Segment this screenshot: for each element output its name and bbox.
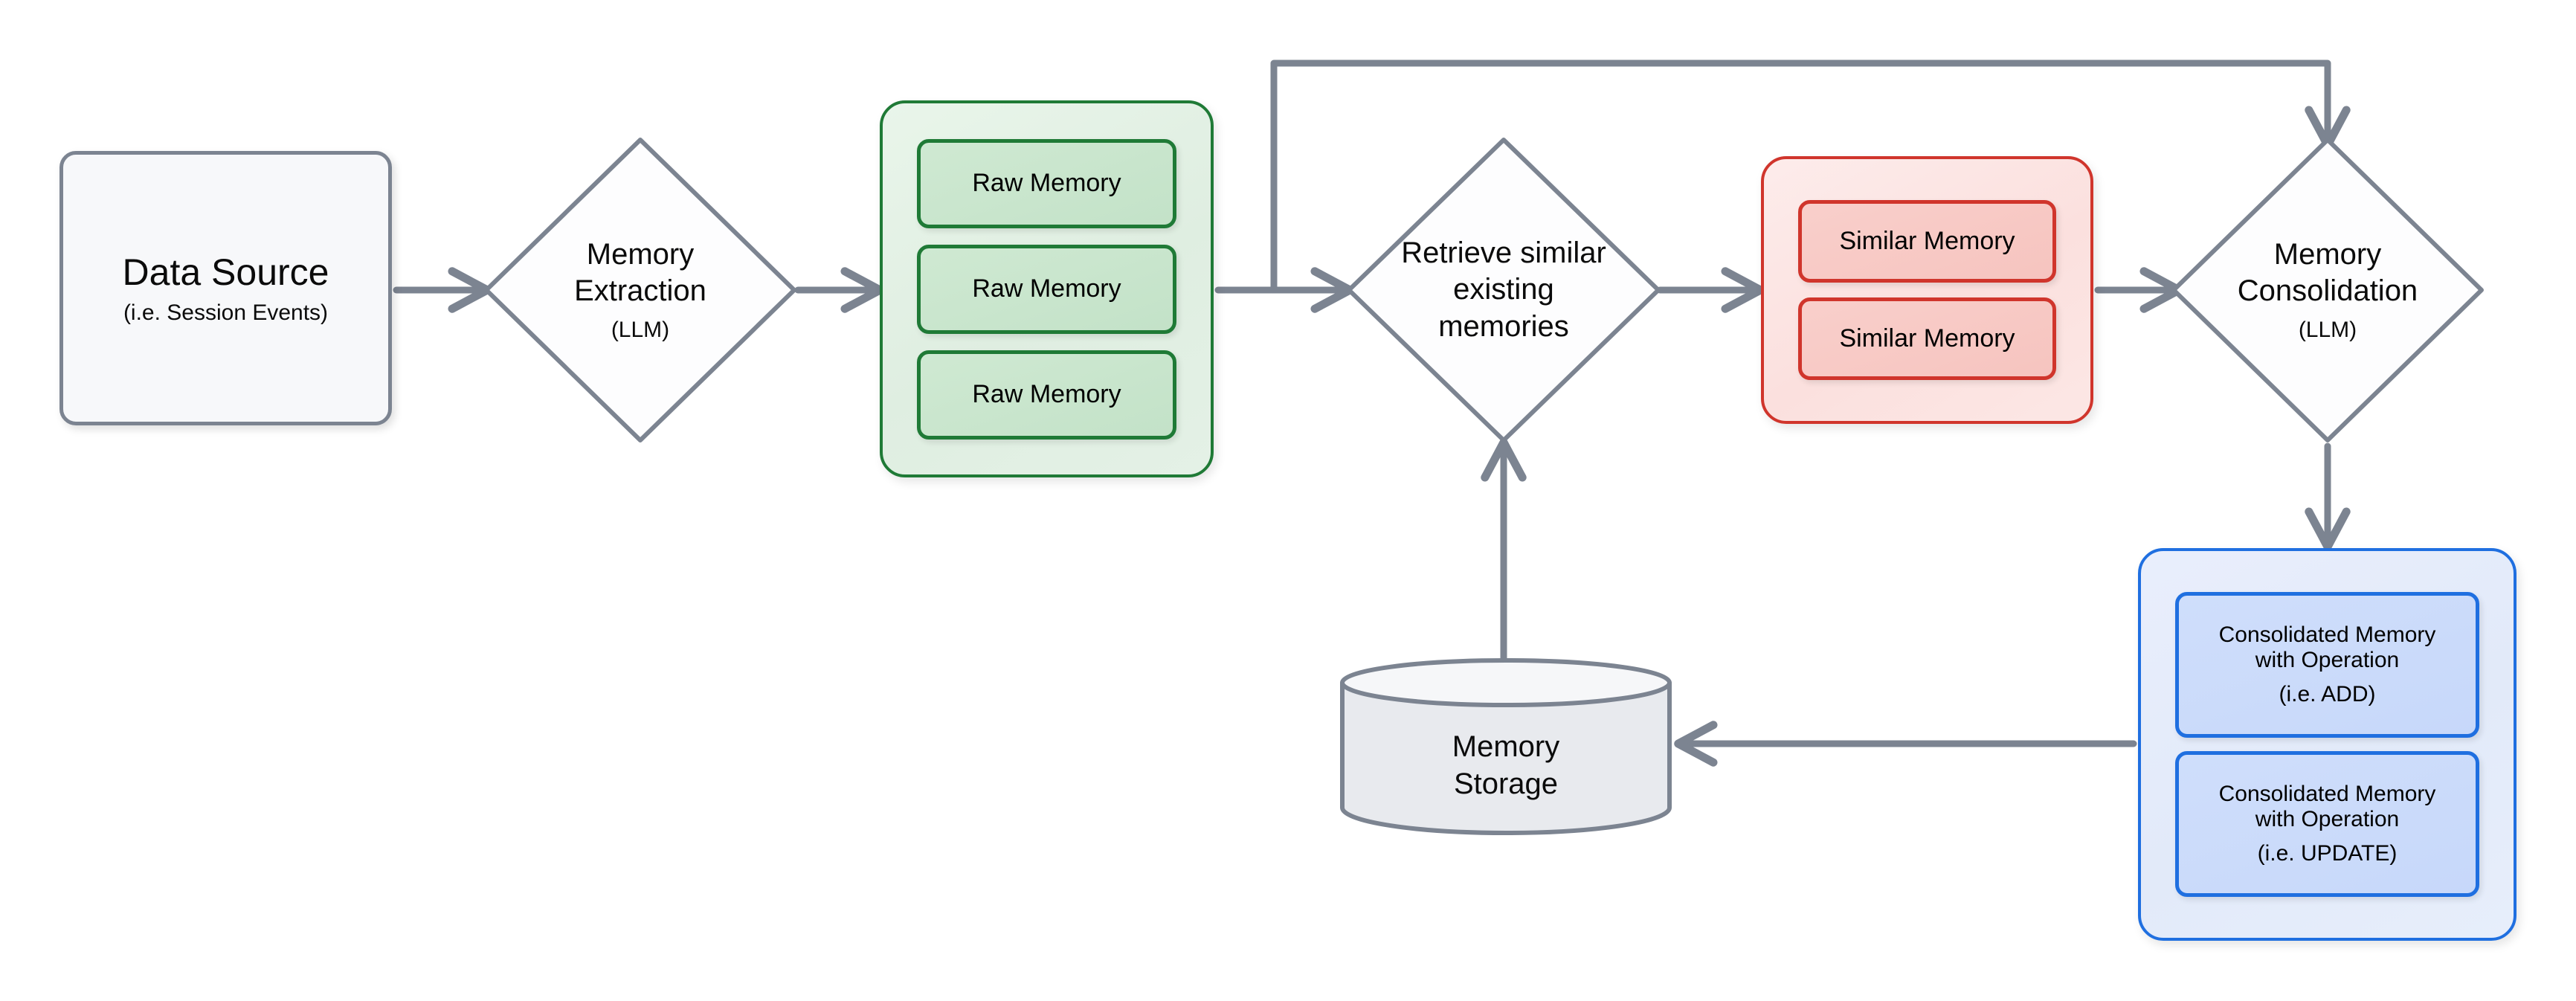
- memory-storage-line1: Memory: [1452, 730, 1560, 763]
- consolidated-memory-operation: (i.e. UPDATE): [2257, 841, 2398, 866]
- raw-memory-label: Raw Memory: [972, 169, 1121, 197]
- consolidated-memory-line1: Consolidated Memory: [2218, 622, 2436, 647]
- consolidated-memory-operation: (i.e. ADD): [2279, 682, 2376, 707]
- node-memory-consolidation[interactable]: Memory Consolidation (LLM): [2169, 135, 2486, 445]
- consolidated-memory-line2: with Operation: [2255, 807, 2400, 831]
- retrieve-similar-label: Retrieve similar existing memories: [1401, 235, 1606, 346]
- chip-similar-memory[interactable]: Similar Memory: [1798, 297, 2056, 380]
- data-source-subtitle: (i.e. Session Events): [123, 300, 329, 325]
- node-memory-storage[interactable]: Memory Storage: [1339, 657, 1673, 835]
- memory-extraction-line1: Memory: [586, 237, 695, 271]
- retrieve-similar-line1: Retrieve similar: [1401, 236, 1606, 269]
- chip-raw-memory[interactable]: Raw Memory: [917, 244, 1176, 334]
- memory-consolidation-line1: Memory: [2273, 237, 2382, 271]
- node-retrieve-similar-memories[interactable]: Retrieve similar existing memories: [1345, 135, 1663, 445]
- memory-consolidation-subtitle: (LLM): [2298, 318, 2357, 342]
- chip-raw-memory[interactable]: Raw Memory: [917, 350, 1176, 440]
- chip-consolidated-memory-update[interactable]: Consolidated Memory with Operation (i.e.…: [2175, 751, 2479, 897]
- group-similar-memory[interactable]: Similar Memory Similar Memory: [1761, 156, 2093, 424]
- similar-memory-label: Similar Memory: [1839, 227, 2015, 255]
- memory-extraction-line2: Extraction: [574, 274, 706, 308]
- similar-memory-label: Similar Memory: [1839, 324, 2015, 353]
- node-data-source[interactable]: Data Source (i.e. Session Events): [59, 151, 392, 425]
- retrieve-similar-line3: memories: [1438, 309, 1569, 343]
- raw-memory-label: Raw Memory: [972, 380, 1121, 408]
- group-raw-memory[interactable]: Raw Memory Raw Memory Raw Memory: [880, 100, 1214, 477]
- consolidated-memory-line2: with Operation: [2255, 648, 2400, 672]
- chip-raw-memory[interactable]: Raw Memory: [917, 138, 1176, 228]
- data-source-title: Data Source: [122, 251, 329, 293]
- retrieve-similar-line2: existing: [1453, 273, 1554, 306]
- node-memory-extraction[interactable]: Memory Extraction (LLM): [482, 135, 799, 445]
- memory-storage-label: Memory Storage: [1339, 729, 1673, 802]
- memory-extraction-subtitle: (LLM): [611, 318, 670, 342]
- diamond-shape: [484, 138, 796, 442]
- chip-consolidated-memory-add[interactable]: Consolidated Memory with Operation (i.e.…: [2175, 592, 2479, 738]
- raw-memory-label: Raw Memory: [972, 274, 1121, 303]
- cylinder-shape: [1340, 658, 1672, 835]
- chip-similar-memory[interactable]: Similar Memory: [1798, 200, 2056, 283]
- memory-storage-line2: Storage: [1453, 767, 1559, 800]
- group-consolidated-memory[interactable]: Consolidated Memory with Operation (i.e.…: [2138, 548, 2517, 941]
- memory-consolidation-line2: Consolidation: [2237, 274, 2418, 308]
- memory-extraction-label: Memory Extraction (LLM): [574, 236, 706, 344]
- consolidated-memory-line1: Consolidated Memory: [2218, 782, 2436, 806]
- memory-consolidation-label: Memory Consolidation (LLM): [2238, 236, 2418, 344]
